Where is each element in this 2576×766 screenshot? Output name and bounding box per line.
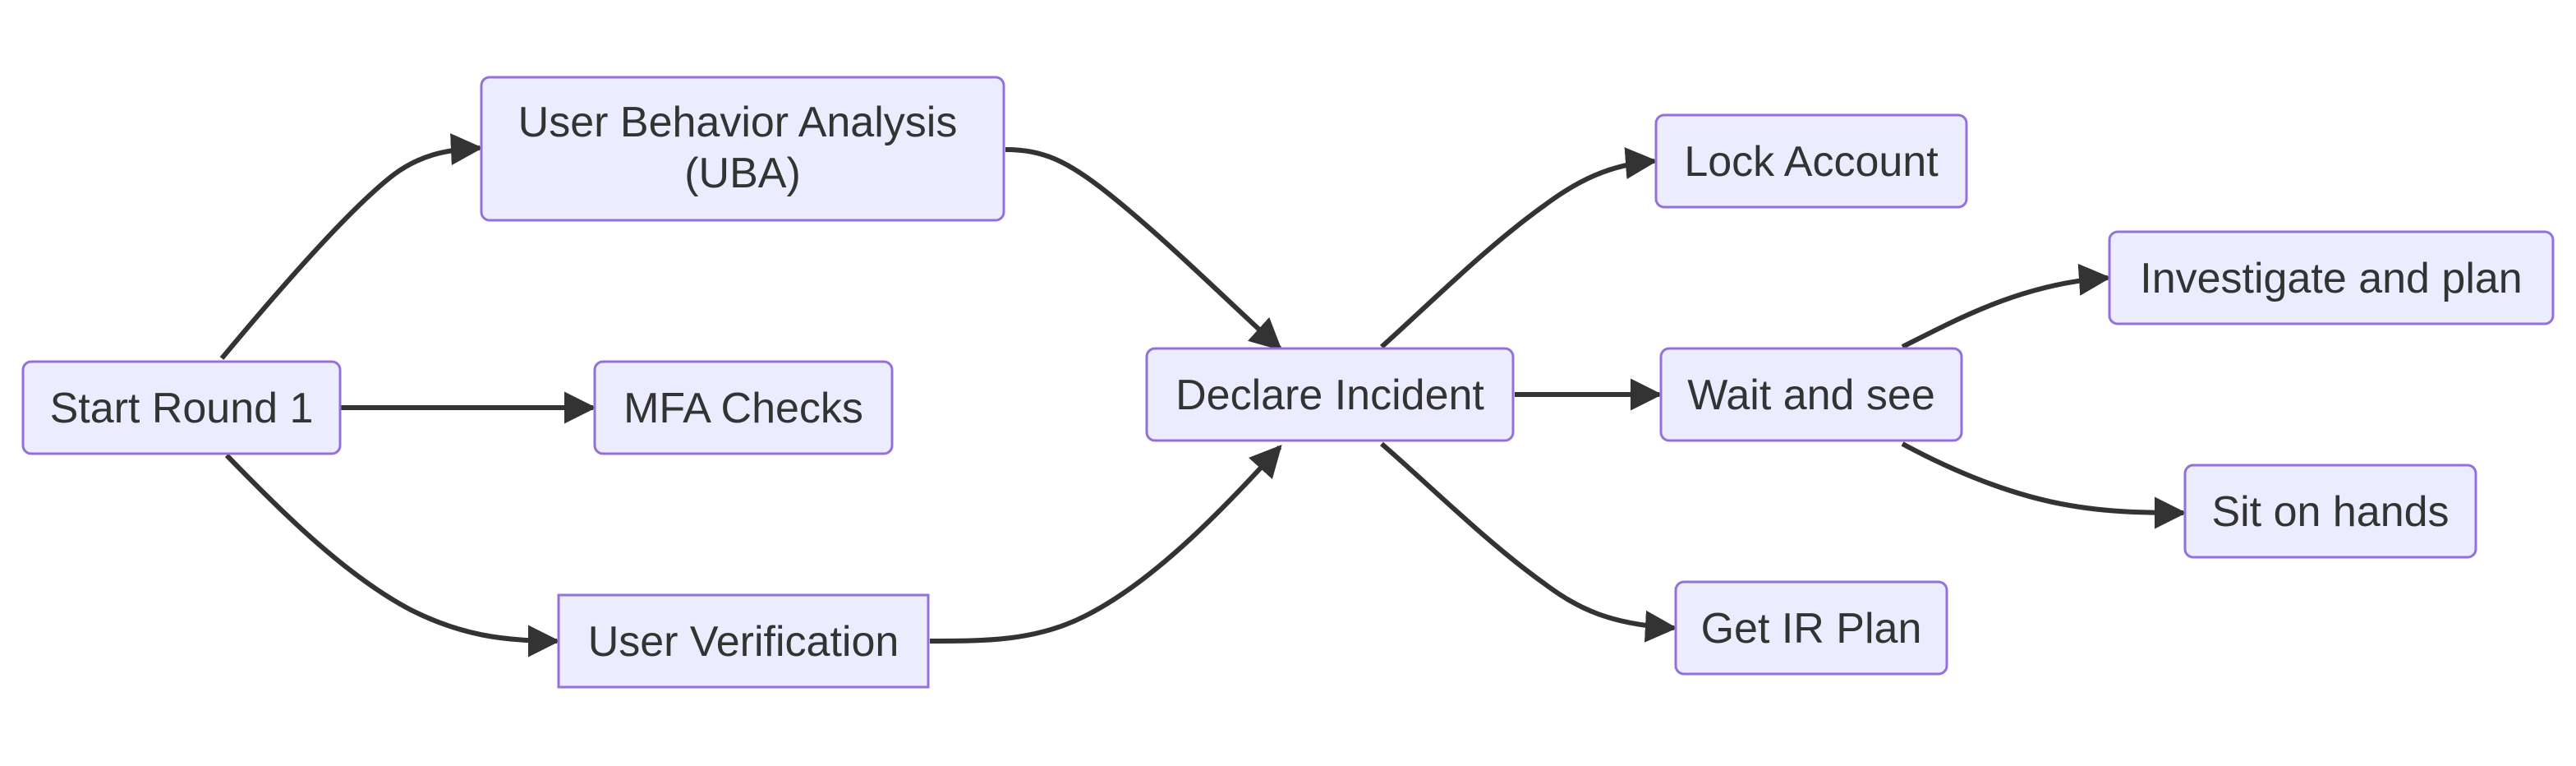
- node-label: Lock Account: [1684, 138, 1939, 186]
- edge-start-verification: [224, 453, 560, 658]
- node-user-verification: User Verification: [557, 593, 930, 689]
- node-label-line2: (UBA): [684, 150, 801, 197]
- node-investigate-and-plan: Investigate and plan: [2108, 230, 2555, 325]
- edges: [219, 133, 2187, 658]
- edge-wait-sit: [1901, 441, 2187, 529]
- node-label: Declare Incident: [1175, 371, 1484, 419]
- node-lock-account: Lock Account: [1654, 113, 1968, 209]
- edge-verification-declare: [929, 445, 1282, 644]
- edge-uba-declare: [1005, 147, 1282, 351]
- node-declare-incident: Declare Incident: [1145, 347, 1515, 442]
- node-start-round-1: Start Round 1: [21, 360, 342, 455]
- node-user-behavior-analysis: User Behavior Analysis (UBA): [480, 76, 1005, 222]
- node-label: Get IR Plan: [1701, 605, 1922, 653]
- node-label: User Verification: [588, 618, 899, 666]
- node-wait-and-see: Wait and see: [1659, 347, 1963, 442]
- node-mfa-checks: MFA Checks: [593, 360, 894, 455]
- edge-start-uba: [219, 133, 483, 360]
- node-label: Start Round 1: [50, 385, 314, 432]
- node-label: Sit on hands: [2211, 488, 2449, 536]
- node-get-ir-plan: Get IR Plan: [1674, 580, 1948, 676]
- node-sit-on-hands: Sit on hands: [2183, 464, 2477, 559]
- node-label: MFA Checks: [623, 385, 863, 432]
- edge-declare-irplan: [1380, 441, 1677, 643]
- node-label: Wait and see: [1687, 371, 1935, 419]
- node-label: Investigate and plan: [2140, 255, 2522, 302]
- node-label-line1: User Behavior Analysis: [518, 99, 958, 146]
- edge-declare-lock: [1379, 147, 1658, 349]
- edge-wait-investigate: [1901, 263, 2111, 349]
